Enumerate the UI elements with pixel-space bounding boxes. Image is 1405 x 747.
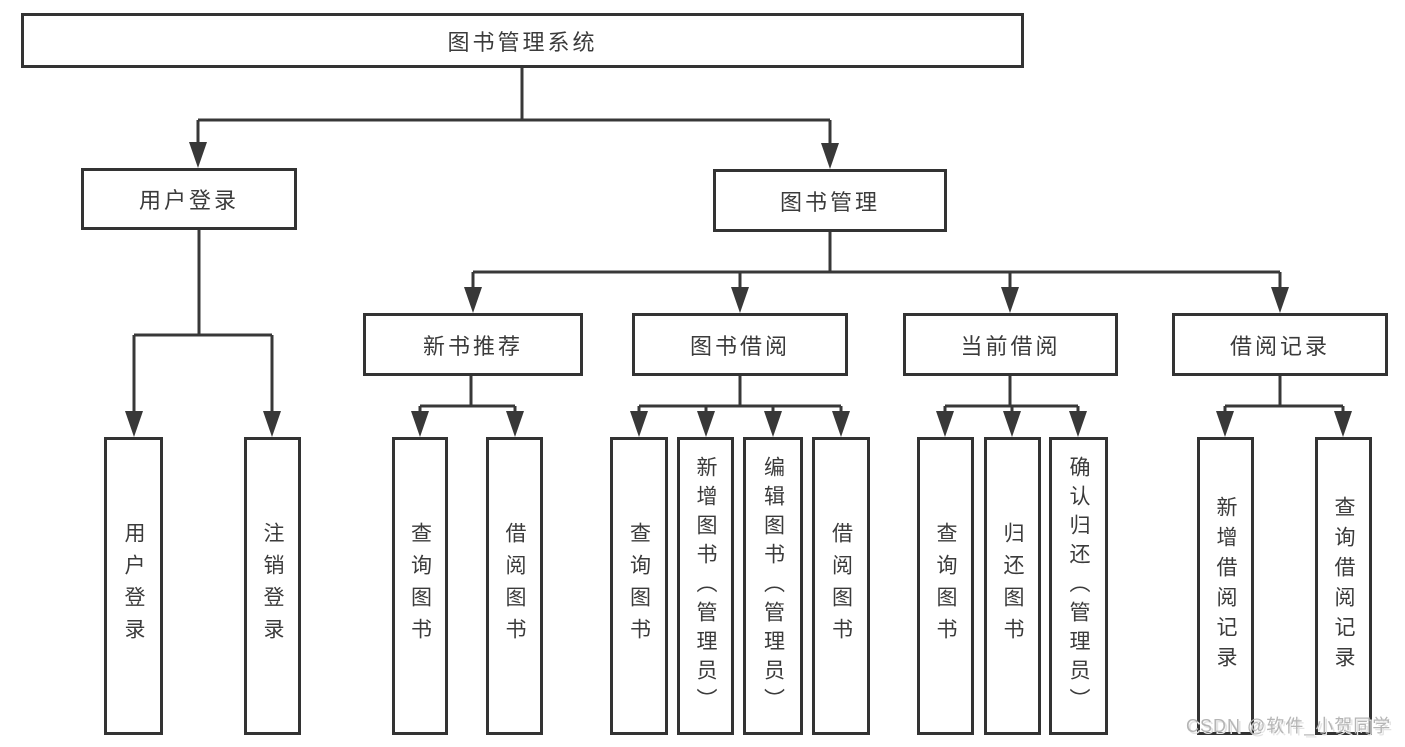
node-borrow-records: 借阅记录: [1172, 313, 1388, 376]
leaf-user-login: 用户登录: [104, 437, 163, 735]
leaf-borrow-books-recommend: 借阅图书: [486, 437, 543, 735]
connector-current-split: [936, 376, 1087, 437]
leaf-confirm-return-admin: 确认归还（管理员）: [1049, 437, 1108, 735]
connector-borrow-split: [630, 376, 850, 437]
leaf-add-books-admin: 新增图书（管理员）: [677, 437, 734, 735]
csdn-watermark: CSDN @软件_小贺同学: [1186, 716, 1392, 736]
node-new-book-recommend: 新书推荐: [363, 313, 583, 376]
leaf-query-books-recommend: 查询图书: [392, 437, 448, 735]
node-book-borrow: 图书借阅: [632, 313, 848, 376]
leaf-add-borrow-record: 新增借阅记录: [1197, 437, 1254, 735]
leaf-query-books-current: 查询图书: [917, 437, 974, 735]
node-current-borrow: 当前借阅: [903, 313, 1118, 376]
connector-root-split: [189, 68, 839, 169]
node-book-management: 图书管理: [713, 169, 947, 232]
leaf-query-books-borrow: 查询图书: [610, 437, 668, 735]
connector-login-split: [125, 230, 281, 437]
leaf-logout: 注销登录: [244, 437, 301, 735]
connector-records-split: [1216, 376, 1352, 437]
node-user-login: 用户登录: [81, 168, 297, 230]
leaf-return-books: 归还图书: [984, 437, 1041, 735]
leaf-edit-books-admin: 编辑图书（管理员）: [743, 437, 803, 735]
connector-management-split: [464, 232, 1289, 313]
leaf-query-borrow-record: 查询借阅记录: [1315, 437, 1372, 735]
connector-recommend-split: [411, 376, 524, 437]
leaf-borrow-books-borrow: 借阅图书: [812, 437, 870, 735]
node-root-library-system: 图书管理系统: [21, 13, 1024, 68]
